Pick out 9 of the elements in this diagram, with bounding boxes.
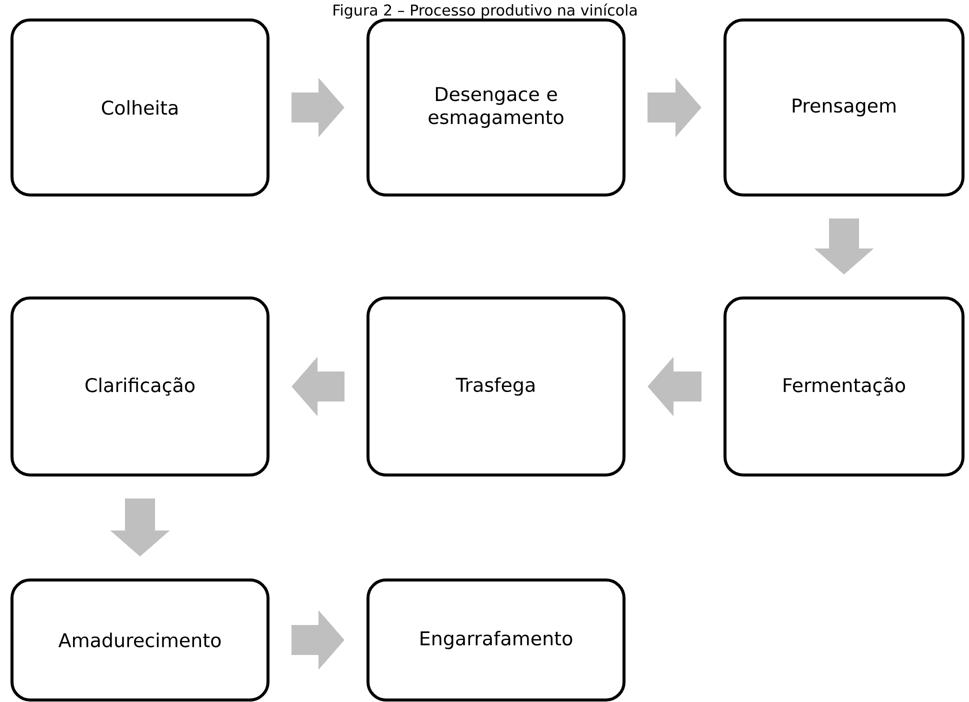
process-box: Desengace e esmagamento (366, 18, 626, 196)
process-box: Colheita (10, 18, 270, 196)
process-box: Fermentação (724, 296, 964, 476)
process-box: Prensagem (724, 18, 964, 196)
process-box: Clarificação (10, 296, 270, 476)
process-box: Trasfega (366, 296, 626, 476)
figure-title: Figura 2 – Processo produtivo na vinícola (334, 4, 637, 19)
process-box: Amadurecimento (10, 578, 270, 702)
process-box: Engarrafamento (366, 578, 626, 702)
